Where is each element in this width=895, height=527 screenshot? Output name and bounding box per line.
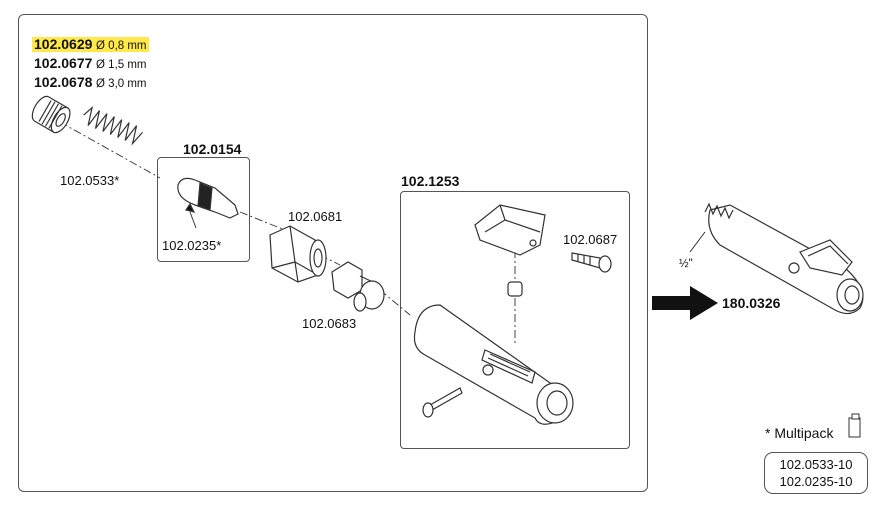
nozzle-option-2-size: Ø 1,5 mm [96,59,147,71]
multipack-box: 102.0533-10 102.0235-10 [764,452,868,494]
multipack-icon [848,413,861,438]
nipple-label: 102.0681 [288,209,343,224]
nipple-part [269,225,327,283]
thread-leader [689,231,706,253]
thread-label: ½" [679,258,693,270]
main-assembly-frame [18,14,648,492]
handle-group-label: 102.1253 [401,173,460,189]
latch-part [474,204,546,256]
rod-part [422,387,463,418]
nozzle-option-1-size: Ø 0,8 mm [96,40,147,52]
multipack-item-1: 102.0533-10 [779,457,853,472]
pin-part [507,281,523,297]
nozzle-option-3: 102.0678 Ø 3,0 mm [34,74,147,90]
spring-part [83,105,143,146]
needle-leader [189,211,197,229]
needle-group-label: 102.0154 [183,141,242,157]
nozzle-option-2-part: 102.0677 [34,55,93,71]
needle-part [177,177,239,219]
screw-label: 102.0687 [563,232,618,247]
nozzle-option-1-part: 102.0629 [34,36,93,52]
nozzle-option-1: 102.0629 Ø 0,8 mm [32,36,149,52]
spring-label: 102.0533* [60,173,120,188]
assembled-gun-part [704,202,864,315]
needle-group-box [157,157,250,262]
nozzle-option-3-size: Ø 3,0 mm [96,78,147,90]
handle-body-part [413,304,574,425]
nozzle-option-3-part: 102.0678 [34,74,93,90]
multipack-label: * Multipack [765,425,834,441]
screw-part [571,252,612,273]
nozzle-option-2: 102.0677 Ø 1,5 mm [34,55,147,71]
needle-label: 102.0235* [162,238,222,253]
valve-label: 102.0683 [302,316,357,331]
handle-group-box [400,191,630,449]
nozzle-cap-part [31,95,71,134]
multipack-item-2: 102.0235-10 [779,474,853,489]
valve-part [331,261,385,312]
result-label: 180.0326 [722,295,781,311]
result-arrow [652,286,718,320]
